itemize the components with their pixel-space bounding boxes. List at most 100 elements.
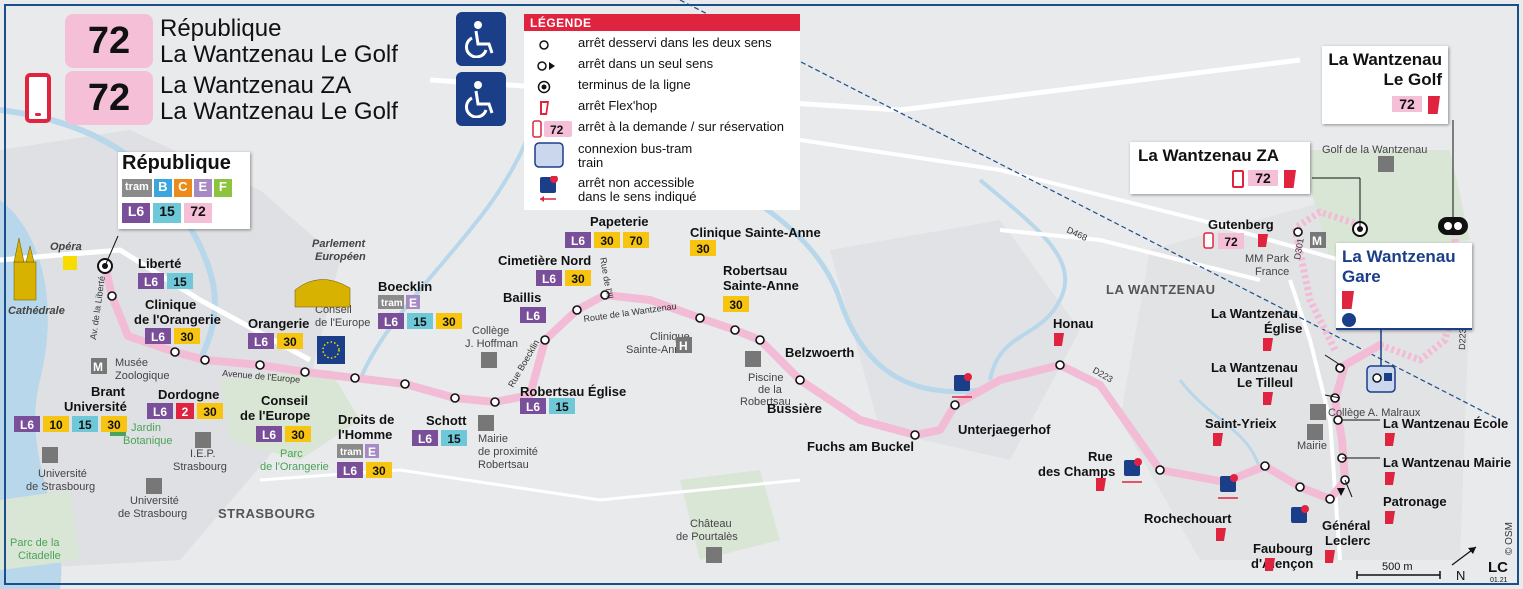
line-badge-bg	[520, 398, 546, 414]
mairie-prox-label-3: Robertsau	[478, 459, 529, 471]
tram-e-badge: E	[409, 296, 417, 310]
universite-2-label: Université	[130, 495, 179, 507]
line-badge-bg	[256, 426, 282, 442]
phone-icon	[1232, 170, 1244, 188]
line-badge-bg	[565, 270, 591, 286]
stop-schott-label: Schott	[426, 413, 467, 428]
line-badge-label: 30	[600, 234, 614, 248]
one-way-arrow-icon	[1337, 488, 1345, 496]
stop-dordogne-label: Dordogne	[158, 387, 219, 402]
stop-brant-label: Brant	[91, 384, 126, 399]
line-badge-bg	[337, 462, 363, 478]
stop-general-leclerc-label: Général	[1322, 518, 1370, 533]
parlement-label-2: Européen	[315, 251, 366, 263]
iep-label-2: Strasbourg	[173, 461, 227, 473]
stop-brant-label-2: Université	[64, 399, 127, 414]
stop-rochechouart-label: Rochechouart	[1144, 511, 1232, 526]
leader-lines	[104, 120, 1454, 498]
route-2-to: La Wantzenau Le Golf	[160, 98, 398, 125]
svg-text:M: M	[1312, 234, 1322, 248]
line-badge-bg	[145, 328, 171, 344]
conseil-europe-place-label-2: de l'Europe	[315, 317, 370, 329]
jardin-label-2: Botanique	[123, 435, 173, 447]
flexhop-icon-8	[1385, 472, 1395, 485]
stop-belzwoerth-label: Belzwoerth	[785, 345, 854, 360]
stop-baillis-label: Baillis	[503, 290, 541, 305]
flexhop-icon-12	[1258, 234, 1268, 247]
flexhop-icon-10	[1263, 392, 1273, 405]
universite-2-label-2: de Strasbourg	[118, 508, 187, 520]
line-badge-bg	[14, 416, 40, 432]
college-label-2: J. Hoffman	[465, 338, 518, 350]
mairie-prox-label-2: de proximité	[478, 446, 538, 458]
line-badge-label: 10	[49, 418, 63, 432]
parc-citadelle-label-2: Citadelle	[18, 550, 61, 562]
bus-tram-connection-icon	[534, 142, 564, 168]
stop-orangerie-label: Orangerie	[248, 316, 309, 331]
line-badge-bg	[197, 403, 223, 419]
line-badge-bg	[366, 462, 392, 478]
one-way-stop-icon	[537, 61, 555, 71]
line-badge-bg	[565, 232, 591, 248]
line-badge-bg	[174, 328, 200, 344]
stop-rue-champs-label-2: des Champs	[1038, 464, 1115, 479]
flexhop-icon-7	[1385, 511, 1395, 524]
not-accessible-icon-4	[1291, 505, 1309, 523]
route-1-from: République	[160, 15, 282, 42]
line-badge-label: L6	[526, 309, 540, 323]
stop-general-leclerc-label-2: Leclerc	[1325, 533, 1371, 548]
line-badge-label: L6	[526, 400, 540, 414]
stop-dots	[107, 227, 1350, 504]
road-d301: D301	[1292, 237, 1306, 260]
line-badge-bg	[248, 333, 274, 349]
college-icon	[481, 352, 497, 368]
north-label: N	[1456, 568, 1465, 583]
terminus-golf	[1438, 217, 1468, 235]
line-badge-bg	[520, 307, 546, 323]
mairie-place-label: Mairie	[1297, 440, 1327, 452]
golf-title: La Wantzenau	[1328, 50, 1442, 69]
route-2-title: La Wantzenau ZA La Wantzenau Le Golf	[160, 73, 398, 125]
line-badge-label: 30	[729, 298, 743, 312]
line-badge-label: 70	[629, 234, 643, 248]
stop-conseil-europe-label: Conseil	[261, 393, 308, 408]
line-badge-label: L6	[262, 428, 276, 442]
stop-gutenberg-label: Gutenberg	[1208, 217, 1274, 232]
phone-icon	[25, 73, 51, 123]
flexhop-icon	[540, 101, 549, 115]
line-badge-label: 30	[180, 330, 194, 344]
line-badge-label: L6	[254, 335, 268, 349]
opera-icon	[63, 256, 77, 270]
line-badge-bg	[594, 232, 620, 248]
stop-ecole-label: La Wantzenau École	[1383, 416, 1508, 431]
line-15-badge: 15	[153, 203, 181, 223]
flexhop-icon	[1342, 291, 1354, 309]
university-icon	[42, 447, 58, 463]
stop-robertsau-eglise-label: Robertsau Église	[520, 384, 626, 399]
flexhop-icon-4	[1213, 433, 1223, 446]
flexhop-icon	[1284, 170, 1296, 188]
stop-labels: Liberté Clinique de l'Orangerie Brant Un…	[64, 214, 1511, 571]
flexhop-icon-9	[1385, 433, 1395, 446]
stop-rue-champs-label: Rue	[1088, 449, 1113, 464]
flexhop-icon-5	[1265, 558, 1275, 571]
tram-e-badge: E	[368, 445, 376, 459]
stop-tilleul-label: La Wantzenau	[1211, 360, 1298, 375]
line-badge-bg	[285, 426, 311, 442]
phone-icon	[1203, 232, 1214, 249]
stop-unterjaegerhof-label: Unterjaegerhof	[958, 422, 1051, 437]
flexhop-icon	[1054, 333, 1064, 346]
legend: LÉGENDE arrêt desservi dans les deux sen…	[524, 14, 800, 210]
cathedrale-label: Cathédrale	[8, 305, 65, 317]
chateau-label: Château	[690, 518, 732, 530]
line-badge-bg	[536, 270, 562, 286]
stop-honau-label: Honau	[1053, 316, 1094, 331]
line-badge-bg	[623, 232, 649, 248]
stop-eglise-label-2: Église	[1264, 321, 1302, 336]
tram-e-badge-bg	[365, 444, 379, 458]
flexhop-markers	[1054, 234, 1395, 571]
on-demand-icon: 72	[532, 120, 572, 138]
piscine-label: Piscine	[748, 372, 783, 384]
stop-droits-homme-label: Droits de	[338, 412, 394, 427]
line-badge-bg	[412, 430, 438, 446]
